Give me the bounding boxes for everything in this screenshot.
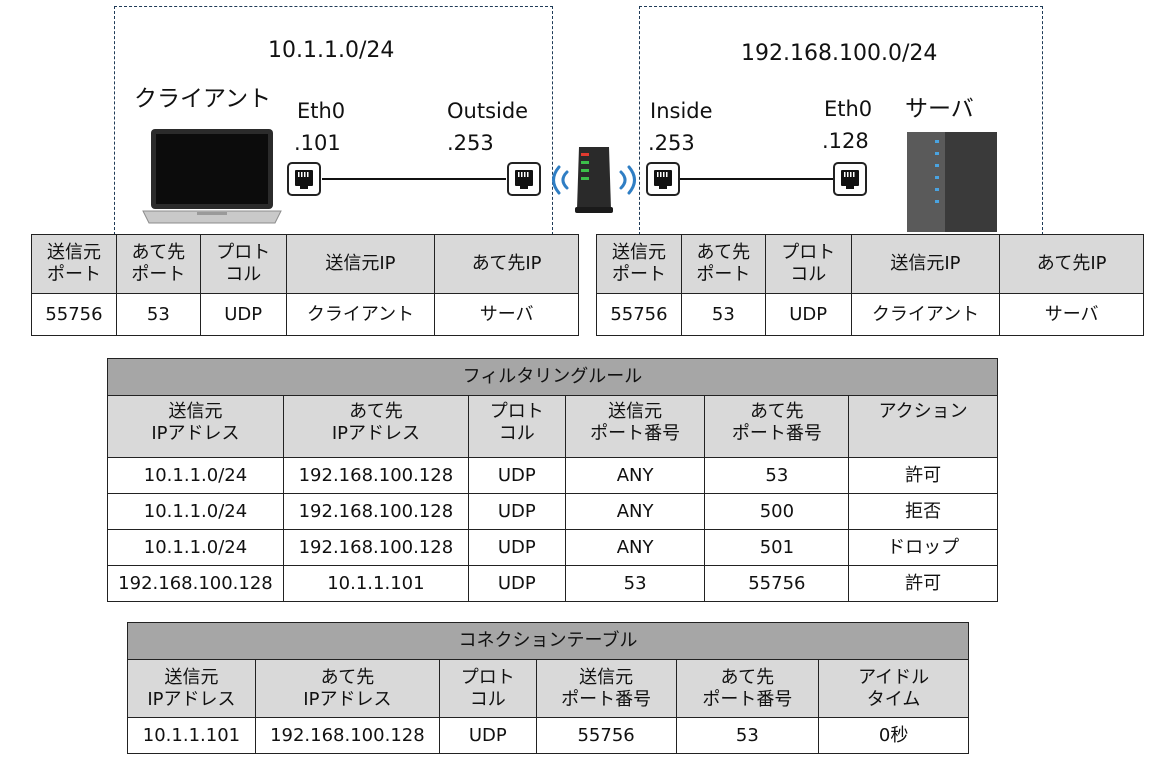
client-iface-addr: .101 [294, 131, 341, 155]
header-src-ip: 送信元 IPアドレス [127, 659, 256, 718]
cell-protocol: UDP [199, 293, 287, 336]
cell-dst-ip: サーバ [434, 293, 579, 336]
header-dst-port: あて先 ポート番号 [675, 659, 820, 718]
fw-inside-iface-addr: .253 [648, 131, 695, 155]
client-packet-table: 送信元 ポート あて先 ポート プロト コル 送信元IP あて先IP 55756… [31, 234, 579, 336]
cell-src-ip: 10.1.1.0/24 [107, 529, 284, 566]
cell-dst-port: 501 [704, 529, 850, 566]
header-protocol: プロト コル [438, 659, 537, 718]
table-row: 10.1.1.0/24 192.168.100.128 UDP ANY 500 … [107, 493, 998, 530]
cell-src-port: ANY [564, 493, 706, 530]
server-iface-name: Eth0 [824, 97, 873, 121]
table-row: 10.1.1.0/24 192.168.100.128 UDP ANY 53 許… [107, 457, 998, 494]
cell-dst-ip: 10.1.1.101 [282, 565, 469, 602]
server-network-zone [639, 6, 1043, 235]
cell-dst-port: 53 [675, 717, 820, 754]
cell-src-ip: 10.1.1.0/24 [107, 457, 284, 494]
cell-src-port: 55756 [596, 293, 682, 336]
fw-outside-port-icon [507, 162, 541, 196]
filtering-rules-title: フィルタリングルール [107, 358, 998, 396]
cell-dst-ip: 192.168.100.128 [282, 457, 469, 494]
wifi-left-icon [552, 165, 569, 195]
cell-src-port: ANY [564, 529, 706, 566]
client-network-zone [114, 6, 553, 235]
cell-src-ip: クライアント [285, 293, 436, 336]
header-src-ip: 送信元IP [850, 234, 1001, 294]
cell-action: 許可 [848, 457, 998, 494]
server-eth0-port-icon [833, 162, 867, 196]
cell-dst-port: 53 [115, 293, 201, 336]
server-link-line [680, 178, 834, 180]
cell-dst-port: 53 [704, 457, 850, 494]
filtering-rules-table: フィルタリングルール 送信元 IPアドレス あて先 IPアドレス プロト コル … [107, 358, 998, 602]
header-src-port: 送信元 ポート [31, 234, 117, 294]
header-dst-ip: あて先 IPアドレス [282, 395, 469, 458]
client-link-line [322, 178, 506, 180]
header-dst-port: あて先 ポート [680, 234, 766, 294]
cell-protocol: UDP [467, 529, 566, 566]
cell-dst-ip: 192.168.100.128 [254, 717, 440, 754]
cell-src-ip: 192.168.100.128 [107, 565, 284, 602]
cell-idle-time: 0秒 [818, 717, 969, 754]
table-row: 10.1.1.0/24 192.168.100.128 UDP ANY 501 … [107, 529, 998, 566]
header-dst-port: あて先 ポート番号 [704, 395, 850, 458]
cell-src-port: 53 [564, 565, 706, 602]
cell-dst-port: 53 [680, 293, 766, 336]
client-iface-name: Eth0 [297, 99, 346, 123]
server-packet-table: 送信元 ポート あて先 ポート プロト コル 送信元IP あて先IP 55756… [596, 234, 1144, 336]
header-src-port: 送信元 ポート番号 [535, 659, 677, 718]
cell-dst-ip: 192.168.100.128 [282, 493, 469, 530]
cell-dst-ip: 192.168.100.128 [282, 529, 469, 566]
cell-protocol: UDP [467, 493, 566, 530]
header-protocol: プロト コル [467, 395, 566, 458]
fw-outside-iface-addr: .253 [447, 131, 494, 155]
header-dst-ip: あて先IP [999, 234, 1144, 294]
client-eth0-port-icon [287, 162, 321, 196]
header-protocol: プロト コル [199, 234, 287, 294]
server-label: サーバ [905, 96, 974, 122]
router-icon [575, 147, 613, 213]
header-idle-time: アイドル タイム [818, 659, 969, 718]
connection-table-title: コネクションテーブル [127, 622, 969, 660]
header-src-ip: 送信元IP [285, 234, 436, 294]
cell-dst-port: 500 [704, 493, 850, 530]
table-row: 10.1.1.101 192.168.100.128 UDP 55756 53 … [127, 717, 969, 754]
header-protocol: プロト コル [764, 234, 852, 294]
cell-protocol: UDP [467, 457, 566, 494]
fw-inside-iface-name: Inside [650, 99, 713, 123]
table-row: 192.168.100.128 10.1.1.101 UDP 53 55756 … [107, 565, 998, 602]
fw-outside-iface-name: Outside [447, 99, 529, 123]
server-subnet-label: 192.168.100.0/24 [741, 41, 938, 66]
server-icon [907, 132, 997, 232]
header-dst-port: あて先 ポート [115, 234, 201, 294]
cell-action: 拒否 [848, 493, 998, 530]
cell-src-port: 55756 [535, 717, 677, 754]
cell-action: ドロップ [848, 529, 998, 566]
cell-dst-port: 55756 [704, 565, 850, 602]
cell-protocol: UDP [764, 293, 852, 336]
client-subnet-label: 10.1.1.0/24 [268, 38, 395, 63]
server-iface-addr: .128 [822, 129, 869, 153]
cell-protocol: UDP [438, 717, 537, 754]
cell-src-ip: 10.1.1.0/24 [107, 493, 284, 530]
header-src-ip: 送信元 IPアドレス [107, 395, 284, 458]
cell-protocol: UDP [467, 565, 566, 602]
client-label: クライアント [134, 86, 272, 112]
wifi-right-icon [619, 165, 636, 195]
header-action: アクション [848, 395, 998, 458]
cell-src-port: ANY [564, 457, 706, 494]
header-src-port: 送信元 ポート [596, 234, 682, 294]
header-dst-ip: あて先 IPアドレス [254, 659, 440, 718]
laptop-icon [142, 129, 282, 224]
cell-src-port: 55756 [31, 293, 117, 336]
cell-dst-ip: サーバ [999, 293, 1144, 336]
cell-action: 許可 [848, 565, 998, 602]
header-src-port: 送信元 ポート番号 [564, 395, 706, 458]
fw-inside-port-icon [646, 162, 680, 196]
connection-table: コネクションテーブル 送信元 IPアドレス あて先 IPアドレス プロト コル … [127, 622, 969, 754]
cell-src-ip: クライアント [850, 293, 1001, 336]
header-dst-ip: あて先IP [434, 234, 579, 294]
cell-src-ip: 10.1.1.101 [127, 717, 256, 754]
